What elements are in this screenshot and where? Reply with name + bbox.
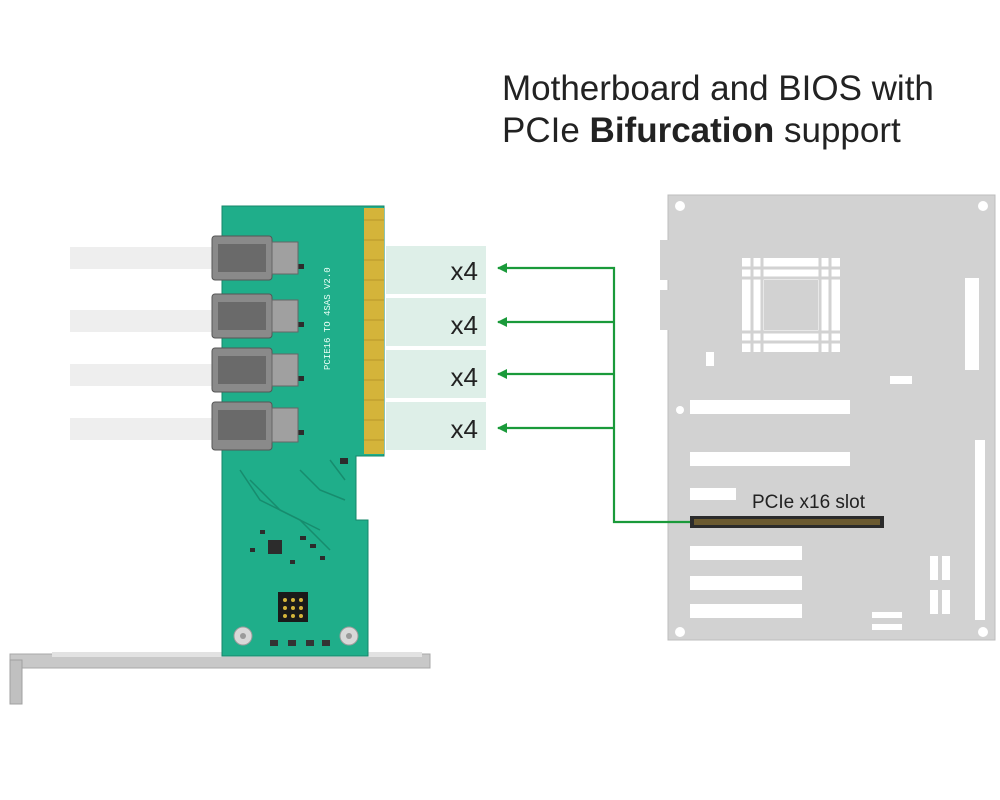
expansion-slot <box>690 452 850 466</box>
title-line-2-suffix: support <box>774 111 901 150</box>
card-silkscreen: PCIE16 TO 4SAS V2.0 <box>323 267 333 370</box>
cable-4 <box>70 418 220 440</box>
diagram-title: Motherboard and BIOS with PCIe Bifurcati… <box>502 68 934 152</box>
lane-arrows <box>497 263 690 524</box>
expansion-slot <box>690 546 802 560</box>
lane-label-3: x4 <box>450 362 478 392</box>
motherboard <box>660 194 996 641</box>
side-connector <box>975 440 985 620</box>
card-components <box>250 264 348 564</box>
cable-3 <box>70 364 220 386</box>
pcie-slot-label: PCIe x16 slot <box>752 492 865 513</box>
pci-bracket <box>9 652 431 705</box>
cable-2 <box>70 310 220 332</box>
lane-label-4: x4 <box>450 414 478 444</box>
mount-hole <box>675 201 685 211</box>
expansion-slot <box>690 604 802 618</box>
lane-label-1: x4 <box>450 256 478 286</box>
mount-hole <box>978 627 988 637</box>
title-line-2-prefix: PCIe <box>502 111 590 150</box>
expansion-slot <box>690 576 802 590</box>
connector-4 <box>211 401 299 451</box>
connector-3 <box>211 347 299 393</box>
arrow-lane-1 <box>497 263 690 524</box>
sas-cables <box>70 247 220 440</box>
expansion-slot-short <box>690 488 736 500</box>
jumper-pins <box>270 592 330 646</box>
connector-2 <box>211 293 299 339</box>
lane-box-1 <box>386 246 486 294</box>
cable-1 <box>70 247 220 269</box>
lane-box-2 <box>386 298 486 346</box>
cpu-socket <box>742 258 840 352</box>
lane-label-2: x4 <box>450 310 478 340</box>
title-line-1: Motherboard and BIOS with <box>502 69 934 108</box>
mount-hole <box>676 406 684 414</box>
mount-hole <box>675 627 685 637</box>
memory-slot <box>965 278 979 370</box>
card-traces <box>239 459 346 551</box>
title-line-2: PCIe Bifurcation support <box>502 110 934 152</box>
pcie-x16-slot <box>690 516 884 528</box>
connector-1 <box>211 235 299 281</box>
expansion-slot <box>690 400 850 414</box>
mount-hole <box>978 201 988 211</box>
card-screws <box>233 626 359 646</box>
sas-connectors <box>211 235 299 451</box>
gold-contacts <box>364 208 384 454</box>
lane-box-3 <box>386 350 486 398</box>
lane-highlights <box>386 246 486 450</box>
lane-box-4 <box>386 402 486 450</box>
title-bold-word: Bifurcation <box>589 111 775 150</box>
